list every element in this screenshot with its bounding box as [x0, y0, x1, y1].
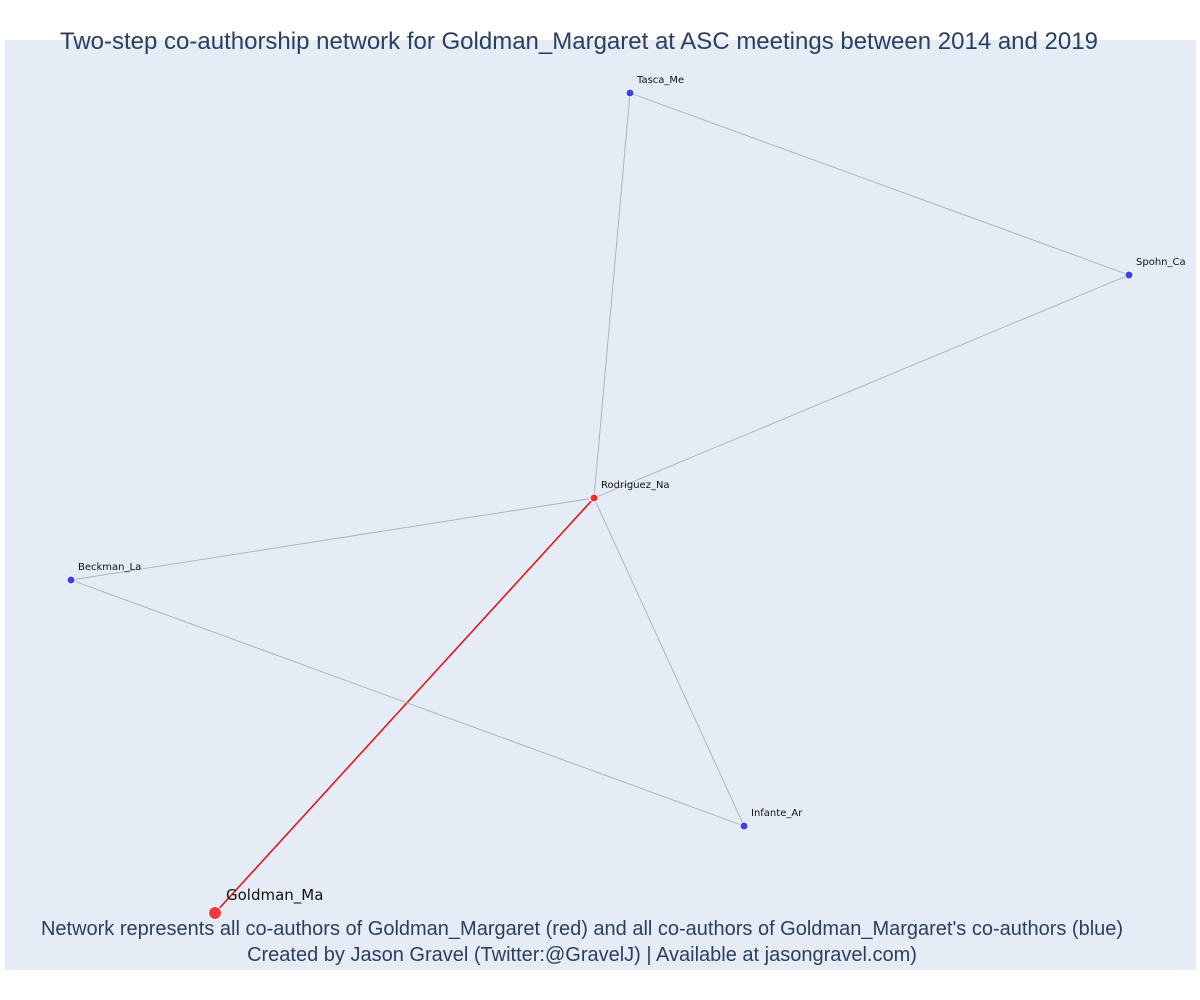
node-beckman[interactable] [66, 575, 76, 585]
node-tasca[interactable] [625, 88, 635, 98]
node-infante[interactable] [739, 821, 749, 831]
caption-line-2: Created by Jason Gravel (Twitter:@Gravel… [247, 944, 917, 966]
nodes-layer [66, 88, 1134, 920]
labels-layer: Goldman_Ma Rodriguez_Na Tasca_MeSpohn_CaBe… [78, 75, 1186, 905]
edge-beckman-infante [70, 579, 745, 827]
edge-rodriguez-beckman [70, 497, 595, 581]
node-label-spohn: Spohn_Ca [1136, 257, 1186, 268]
edge-rodriguez-spohn [593, 274, 1130, 499]
edges-layer [70, 92, 1130, 914]
caption-line-1: Network represents all co-authors of Gol… [40, 918, 1124, 940]
node-goldman[interactable] [208, 906, 222, 920]
node-label-beckman: Beckman_La [78, 562, 141, 573]
node-spohn[interactable] [1124, 270, 1134, 280]
node-label-tasca: Tasca_Me [636, 75, 684, 86]
plot-area [5, 40, 1196, 970]
node-label-rodriguez: Rodriguez_Na [601, 480, 670, 491]
node-rodriguez[interactable] [589, 493, 599, 503]
chart-title: Two-step co-authorship network for Goldm… [60, 28, 1098, 55]
node-label-goldman: Goldman_Ma [226, 886, 323, 905]
edge-rodriguez-tasca [593, 92, 631, 499]
edge-tasca-spohn [629, 92, 1130, 276]
edge-rodriguez-infante [593, 497, 745, 827]
node-label-infante: Infante_Ar [751, 808, 803, 819]
edge-goldman-rodriguez [214, 497, 595, 914]
